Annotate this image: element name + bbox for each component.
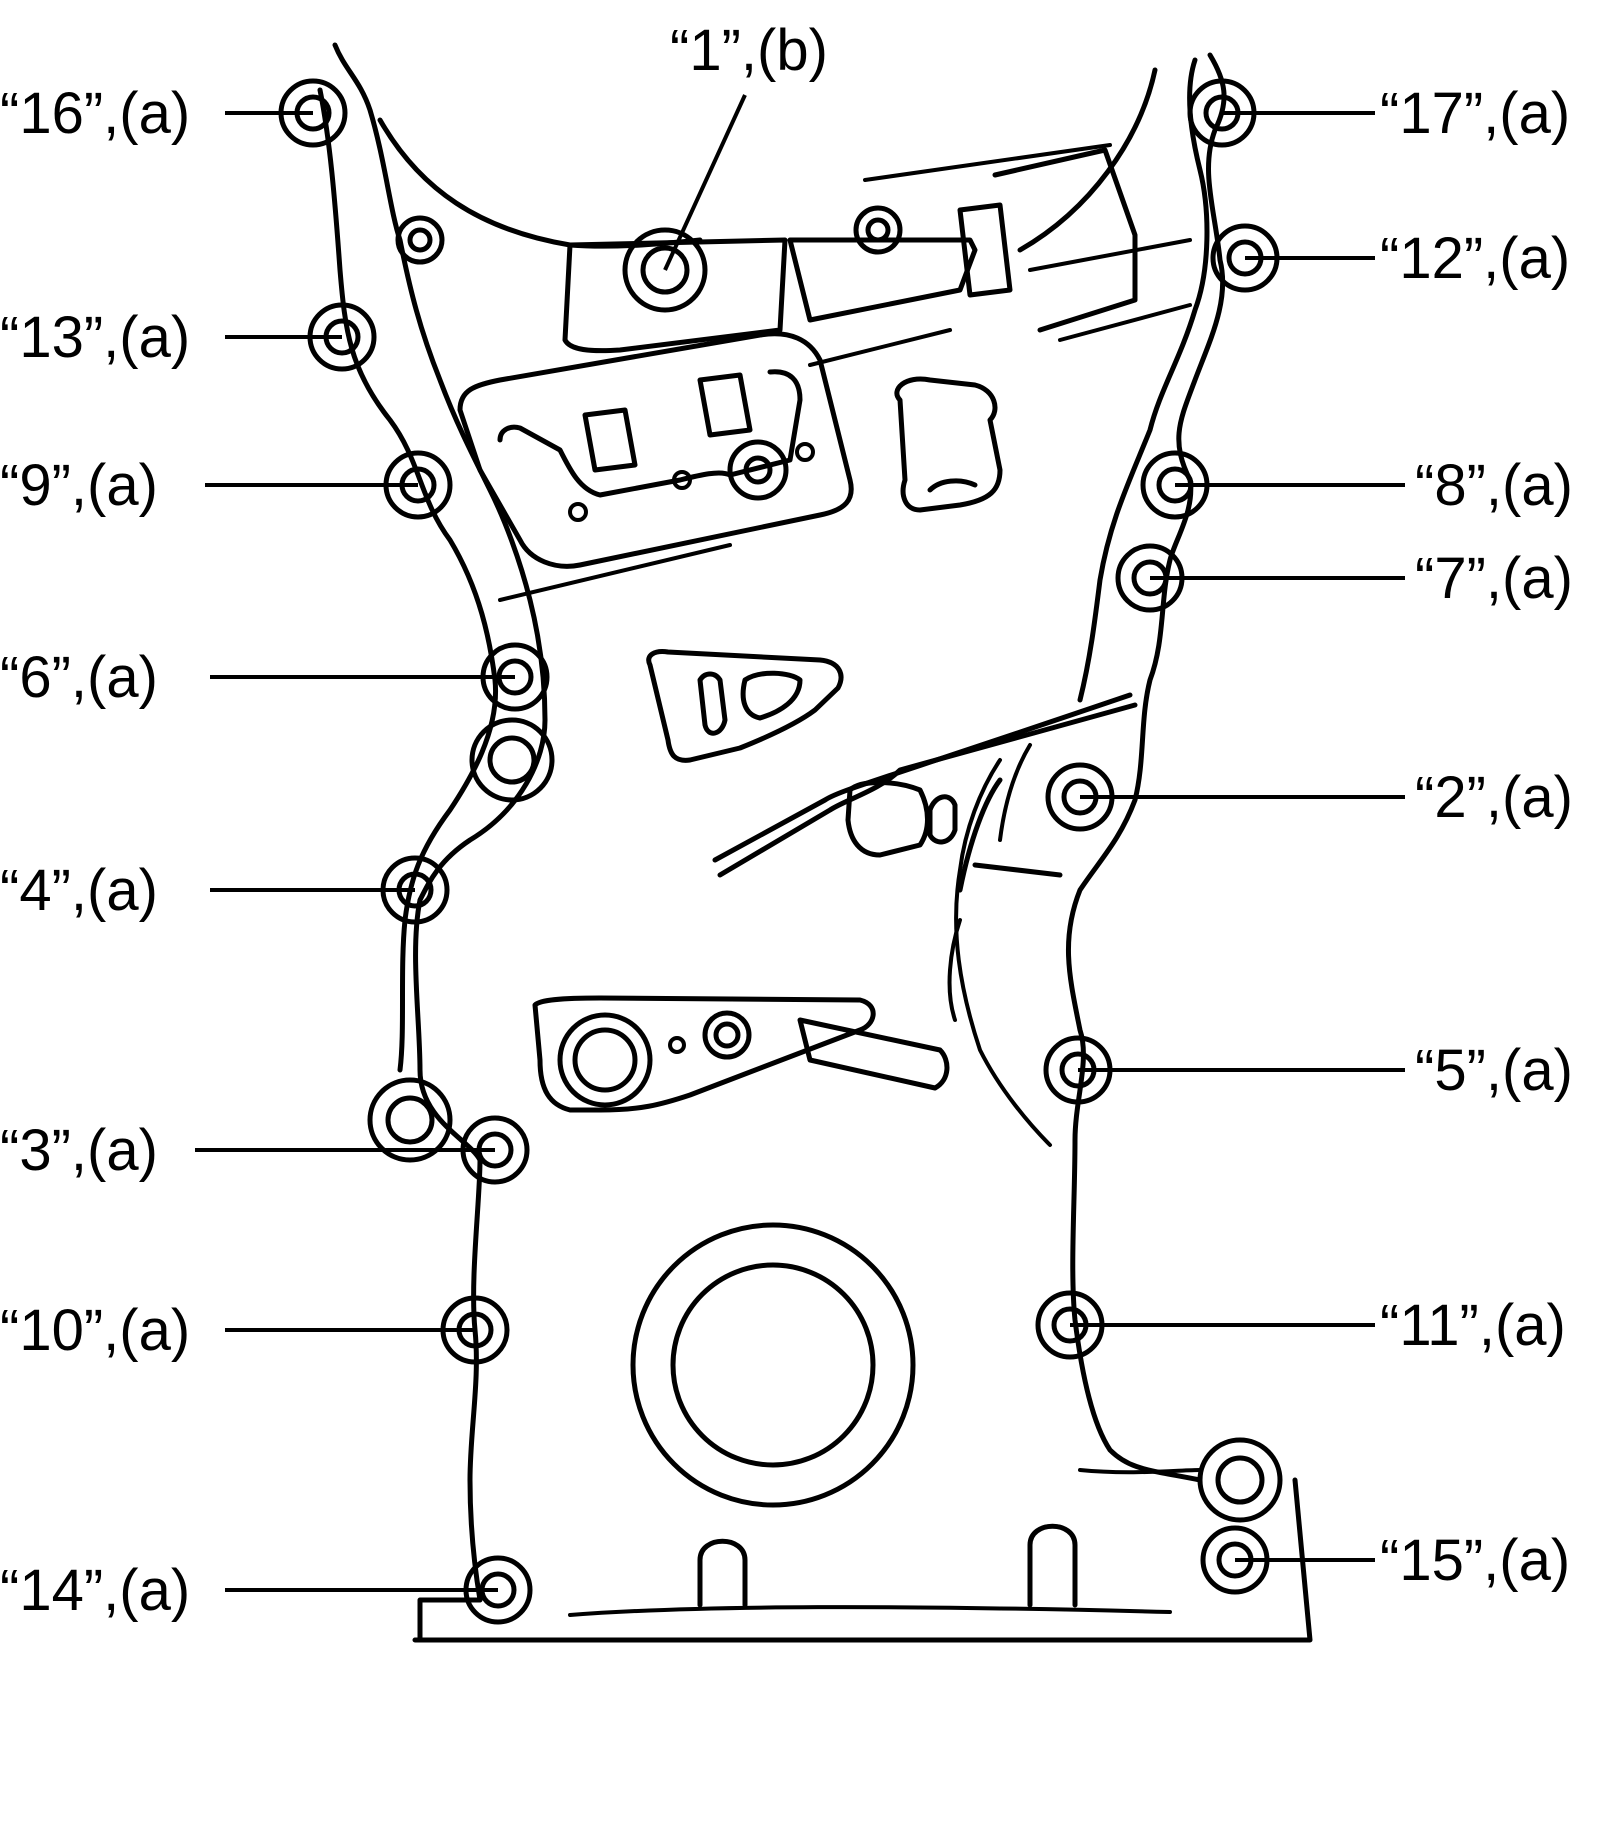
callout-8: “8”,(a) — [1415, 453, 1573, 518]
dowel-hole — [395, 215, 445, 265]
callout-1: “1”,(b) — [670, 18, 828, 83]
callout-4: “4”,(a) — [0, 858, 158, 923]
small-hole — [672, 470, 692, 490]
callout-10: “10”,(a) — [0, 1298, 190, 1363]
callout-14: “14”,(a) — [0, 1558, 190, 1623]
callout-5: “5”,(a) — [1415, 1038, 1573, 1103]
callout-2: “2”,(a) — [1415, 765, 1573, 830]
dowel-hole — [367, 1077, 453, 1163]
callout-7: “7”,(a) — [1415, 546, 1573, 611]
timing-cover-outline — [317, 42, 1313, 1643]
small-hole — [568, 502, 588, 522]
dowel-hole — [469, 717, 555, 803]
dowel-hole — [727, 439, 789, 501]
callout-3: “3”,(a) — [0, 1118, 158, 1183]
callout-17: “17”,(a) — [1380, 81, 1570, 146]
callout-9: “9”,(a) — [0, 453, 158, 518]
callout-12: “12”,(a) — [1380, 226, 1570, 291]
callout-labels: “16”,(a) “1”,(b) “17”,(a) “12”,(a) “13”,… — [0, 18, 1573, 1623]
callout-13: “13”,(a) — [0, 305, 190, 370]
leader-lines — [195, 94, 1405, 1592]
bolt-hole-1 — [622, 227, 708, 313]
dowel-hole — [853, 205, 903, 255]
crankshaft-oil-seal — [630, 1222, 916, 1508]
cover-internal-features — [377, 67, 1192, 1147]
dowel-hole — [557, 1012, 653, 1108]
callout-11: “11”,(a) — [1380, 1293, 1566, 1358]
bottom-slots — [697, 1523, 1078, 1608]
small-hole — [668, 1036, 686, 1054]
small-hole — [795, 442, 815, 462]
callout-16: “16”,(a) — [0, 81, 190, 146]
callout-6: “6”,(a) — [0, 645, 158, 710]
callout-15: “15”,(a) — [1380, 1528, 1570, 1593]
dowel-hole — [702, 1010, 752, 1060]
dowel-hole — [1197, 1437, 1283, 1523]
